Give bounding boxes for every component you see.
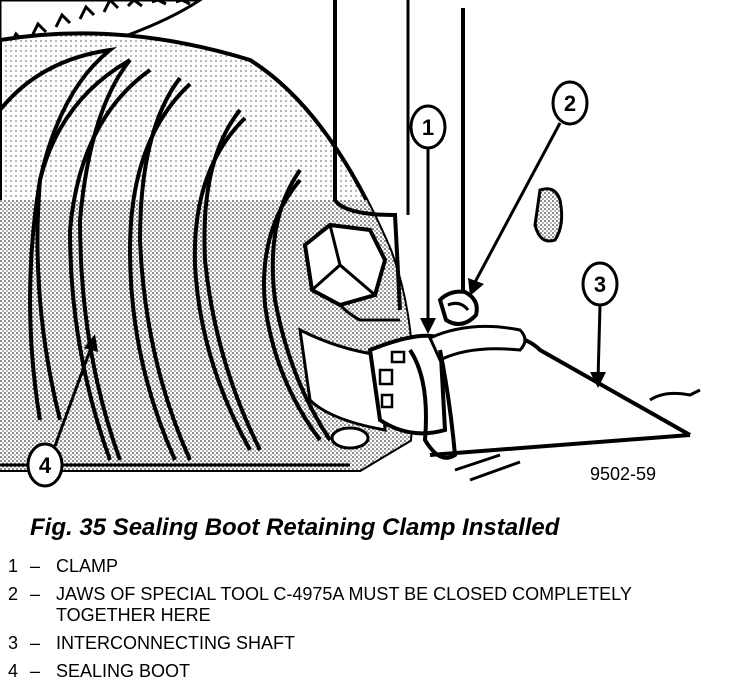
legend-number: 4 [8, 661, 19, 681]
boot-neck [298, 327, 387, 432]
figure-caption: Fig. 35 Sealing Boot Retaining Clamp Ins… [30, 514, 560, 541]
callout-2: 2 [468, 80, 589, 296]
legend-number: 2 [8, 584, 19, 604]
clamp [367, 289, 527, 460]
legend-text: JAWS OF SPECIAL TOOL C-4975A MUST BE CLO… [56, 584, 632, 625]
nut [533, 187, 564, 243]
legend-dash: – [30, 556, 41, 576]
legend-number: 3 [8, 633, 19, 653]
legend-item: 4 – SEALING BOOT [8, 661, 696, 682]
figure-number: 9502-59 [590, 464, 656, 484]
callout-3: 3 [581, 261, 619, 388]
callout-4-label: 4 [39, 453, 52, 478]
legend-dash: – [30, 584, 41, 604]
callout-3-label: 3 [594, 272, 606, 297]
legend-list: 1 – CLAMP 2 – JAWS OF SPECIAL TOOL C-497… [8, 556, 696, 689]
sealing-boot-clamp-illustration: 1 2 3 4 9502-59 [0, 0, 701, 488]
legend-text: SEALING BOOT [56, 661, 191, 681]
legend-dash: – [30, 661, 41, 681]
legend-item: 3 – INTERCONNECTING SHAFT [8, 633, 696, 654]
legend-number: 1 [8, 556, 19, 576]
callout-4: 4 [26, 334, 98, 488]
bolt-head [302, 222, 388, 450]
legend-item: 2 – JAWS OF SPECIAL TOOL C-4975A MUST BE… [8, 584, 696, 626]
callout-1-label: 1 [422, 115, 434, 140]
callout-1: 1 [409, 104, 447, 334]
legend-item: 1 – CLAMP [8, 556, 696, 577]
legend-dash: – [30, 633, 41, 653]
legend-text: CLAMP [56, 556, 119, 576]
legend-text: INTERCONNECTING SHAFT [56, 633, 296, 653]
callout-2-label: 2 [564, 91, 576, 116]
